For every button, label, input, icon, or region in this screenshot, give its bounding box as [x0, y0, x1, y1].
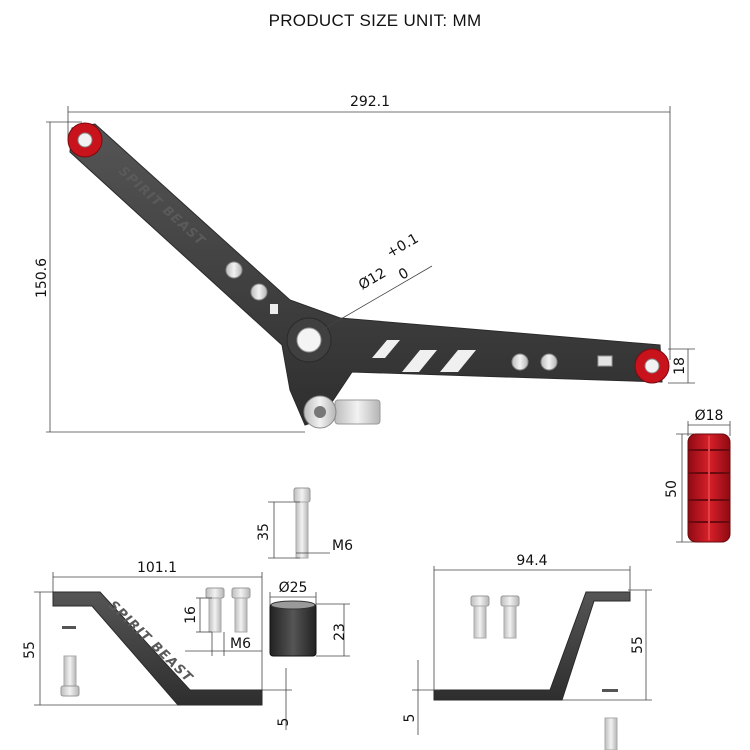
small-bolt-head — [60, 685, 80, 697]
height-label: 150.6 — [34, 258, 50, 298]
bracket-engraving: SPIRIT BEAST — [115, 164, 208, 250]
hole-leader — [321, 265, 433, 331]
bottom-bushing-center — [314, 406, 326, 418]
foot-peg: Ø18 50 — [664, 408, 731, 543]
right-bracket-body — [433, 591, 631, 701]
main-bracket-body — [69, 123, 663, 426]
spacer-top — [270, 600, 316, 610]
left-bracket: 101.1 55 SPIRIT BEAST 5 16 M6 — [22, 560, 292, 730]
short-bolt-shank-1 — [208, 597, 222, 633]
spacer-height-label: 23 — [332, 623, 348, 641]
pin-height-dimension: 18 — [668, 348, 695, 384]
right-slot-mark — [602, 689, 618, 692]
slot-hole — [270, 304, 278, 314]
spacer-diameter-label: Ø25 — [279, 580, 308, 596]
vent-slot-1 — [372, 340, 400, 358]
bolt-head — [293, 487, 311, 503]
mount-hole-4 — [540, 353, 558, 371]
right-small-bolt — [604, 717, 618, 750]
short-bolt-head-2 — [231, 587, 251, 599]
right-bolt-shank-2 — [503, 605, 517, 639]
long-bolt: 35 M6 — [256, 487, 353, 559]
tolerance-upper: +0.1 — [384, 231, 421, 262]
peg-length-label: 50 — [664, 480, 680, 498]
right-bolt-shank-1 — [473, 605, 487, 639]
spacer: Ø25 23 — [269, 580, 350, 657]
slot-hole-right — [597, 355, 613, 367]
right-width-label: 94.4 — [516, 553, 547, 569]
end-cap-right-hole — [644, 358, 660, 374]
right-thickness-label: 5 — [402, 714, 418, 723]
right-bracket: 94.4 55 5 — [402, 553, 652, 750]
right-height-label: 55 — [630, 636, 646, 654]
width-dimension: 292.1 — [67, 94, 671, 360]
vent-slot-3 — [440, 350, 476, 372]
bolt-length-label: 35 — [256, 523, 272, 541]
width-label: 292.1 — [350, 94, 390, 110]
right-bolt-head-1 — [470, 595, 490, 607]
left-height-label: 55 — [22, 641, 38, 659]
left-thickness-label: 5 — [276, 718, 292, 727]
main-bracket: 292.1 150.6 SPIRIT BEAST Ø12 +0.1 0 — [34, 94, 695, 433]
pivot-hole — [296, 327, 322, 353]
hole-diameter-label: Ø12 — [356, 265, 389, 293]
page-title: PRODUCT SIZE UNIT: MM — [268, 11, 482, 30]
short-bolt-shank-2 — [234, 597, 248, 633]
tolerance-lower: 0 — [396, 265, 412, 283]
left-width-label: 101.1 — [137, 560, 177, 576]
mount-hole-2 — [250, 283, 268, 301]
left-bracket-body — [52, 591, 263, 706]
small-bolt-shank — [63, 655, 77, 687]
vent-slot-2 — [402, 350, 437, 372]
mount-hole-1 — [225, 261, 243, 279]
peg-diameter-label: Ø18 — [695, 408, 724, 424]
slot-mark — [62, 626, 76, 629]
pivot-stub — [334, 399, 381, 425]
end-cap-left-hole — [77, 132, 93, 148]
bolt-thread-label: M6 — [332, 538, 353, 554]
short-bolt-thread-label: M6 — [230, 636, 251, 652]
right-bolt-head-2 — [500, 595, 520, 607]
spacer-body — [269, 603, 317, 657]
height-dimension: 150.6 — [34, 121, 305, 433]
pin-height-label: 18 — [672, 357, 688, 375]
bolt-shank — [295, 501, 309, 559]
short-bolt-length-label: 16 — [183, 606, 199, 624]
mount-hole-3 — [511, 353, 529, 371]
short-bolt-head-1 — [205, 587, 225, 599]
